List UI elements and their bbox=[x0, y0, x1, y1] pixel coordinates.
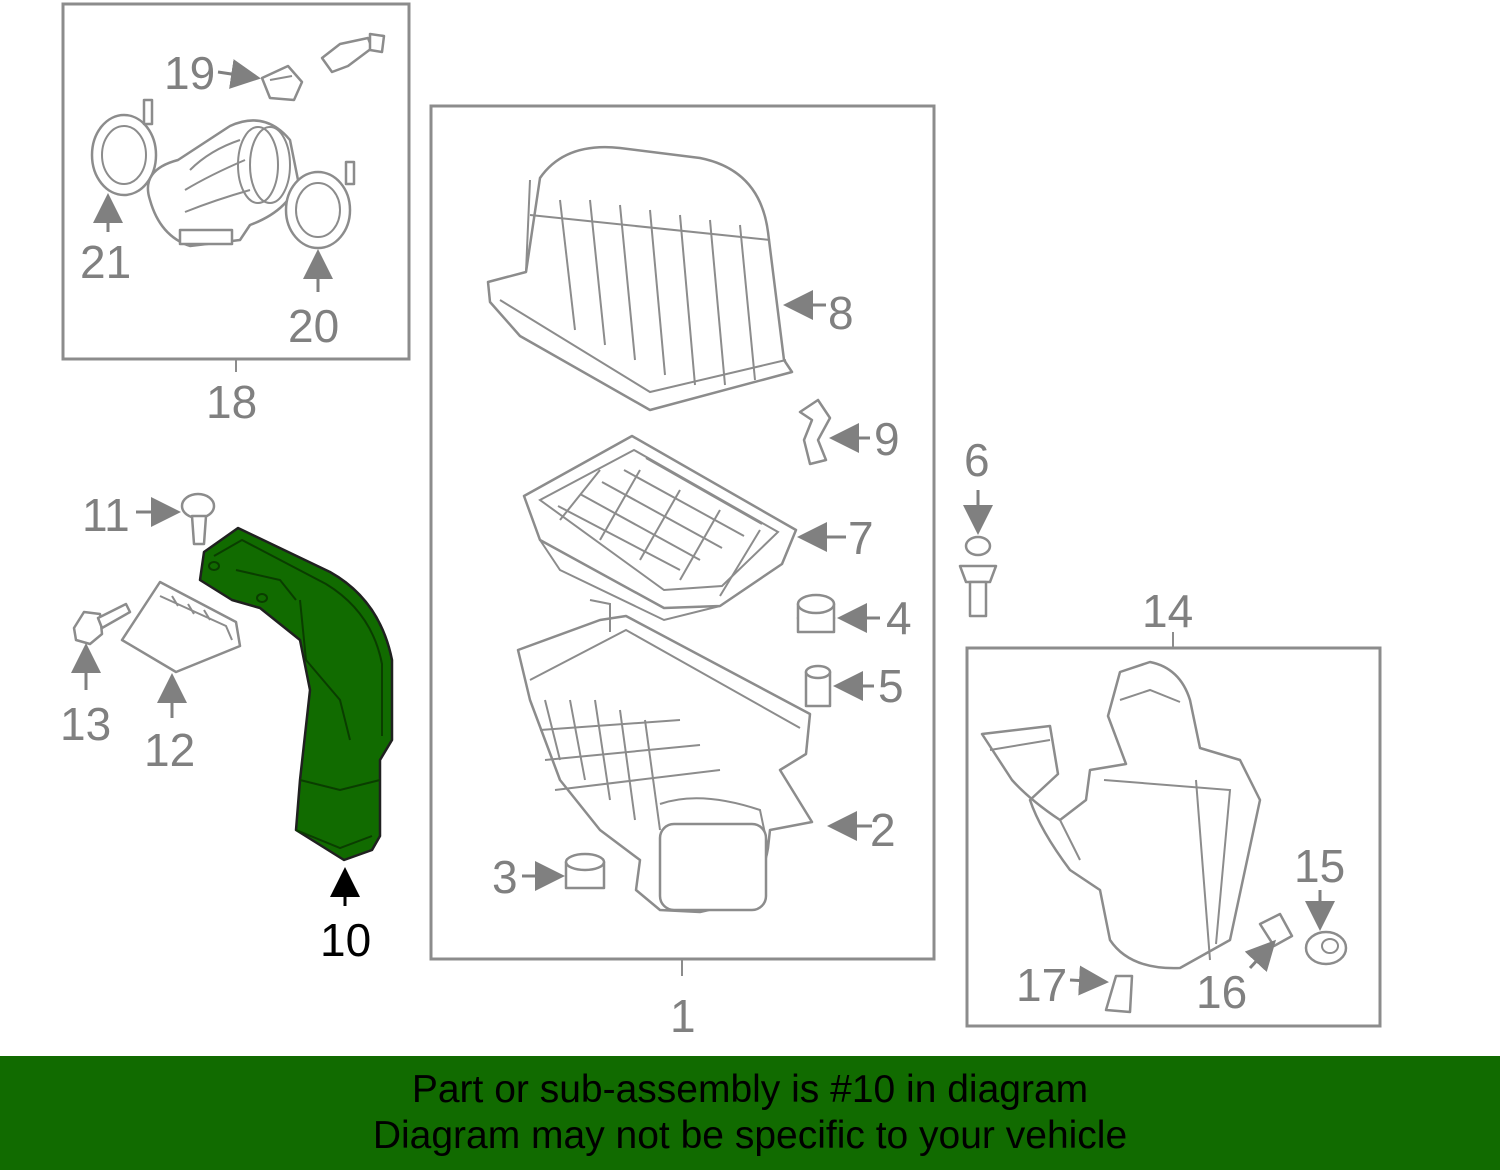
callout-5: 5 bbox=[878, 660, 904, 712]
callout-6: 6 bbox=[964, 434, 990, 486]
callout-12: 12 bbox=[144, 724, 195, 776]
part-12-bracket bbox=[120, 580, 242, 674]
group-box-1 bbox=[429, 104, 936, 976]
part-4-grommet bbox=[796, 593, 836, 634]
part-21-clamp bbox=[90, 98, 158, 197]
part-6-bolt bbox=[958, 535, 998, 618]
part-10-air-duct bbox=[198, 526, 394, 862]
callout-13: 13 bbox=[60, 698, 111, 750]
part-3-grommet bbox=[564, 852, 606, 890]
callout-14: 14 bbox=[1142, 585, 1193, 637]
callout-10: 10 bbox=[320, 914, 371, 966]
callout-8: 8 bbox=[828, 287, 854, 339]
callout-16: 16 bbox=[1196, 966, 1247, 1018]
part-18-intake-hose bbox=[146, 119, 300, 248]
callout-20: 20 bbox=[288, 300, 339, 352]
part-11-push-clip bbox=[180, 492, 216, 546]
part-16-bushing bbox=[1258, 912, 1294, 948]
part-7-air-filter bbox=[522, 434, 798, 622]
callout-17: 17 bbox=[1016, 959, 1067, 1011]
callout-15: 15 bbox=[1294, 840, 1345, 892]
callout-4: 4 bbox=[886, 592, 912, 644]
banner-line-part-number: Part or sub-assembly is #10 in diagram bbox=[411, 1068, 1089, 1111]
callout-7: 7 bbox=[848, 512, 874, 564]
group-box-18 bbox=[61, 2, 411, 372]
callout-9: 9 bbox=[874, 413, 900, 465]
group-box-14 bbox=[965, 632, 1382, 1028]
callout-3: 3 bbox=[492, 851, 518, 903]
part-8-upper-cover bbox=[486, 145, 794, 412]
part-5-bushing bbox=[804, 664, 832, 708]
info-banner: Part or sub-assembly is #10 in diagram D… bbox=[0, 1056, 1500, 1170]
callout-11: 11 bbox=[82, 489, 130, 541]
part-9-clip bbox=[798, 398, 832, 466]
part-15-grommet bbox=[1304, 930, 1348, 966]
part-17-bracket bbox=[1104, 974, 1134, 1014]
part-14-resonator bbox=[980, 660, 1262, 970]
part-20-clamp bbox=[284, 160, 356, 250]
part-13-bolt bbox=[72, 602, 132, 646]
callout-18: 18 bbox=[206, 376, 257, 428]
part-19-clip bbox=[260, 32, 386, 102]
part-2-lower-case bbox=[516, 599, 814, 914]
banner-line-disclaimer: Diagram may not be specific to your vehi… bbox=[372, 1114, 1128, 1157]
callout-19: 19 bbox=[164, 47, 215, 99]
parts-diagram: 1 2 3 4 5 6 7 8 9 10 11 12 13 14 15 16 1… bbox=[60, 2, 1382, 1042]
callout-2: 2 bbox=[870, 804, 896, 856]
callout-1: 1 bbox=[670, 990, 696, 1042]
callout-21: 21 bbox=[80, 236, 131, 288]
